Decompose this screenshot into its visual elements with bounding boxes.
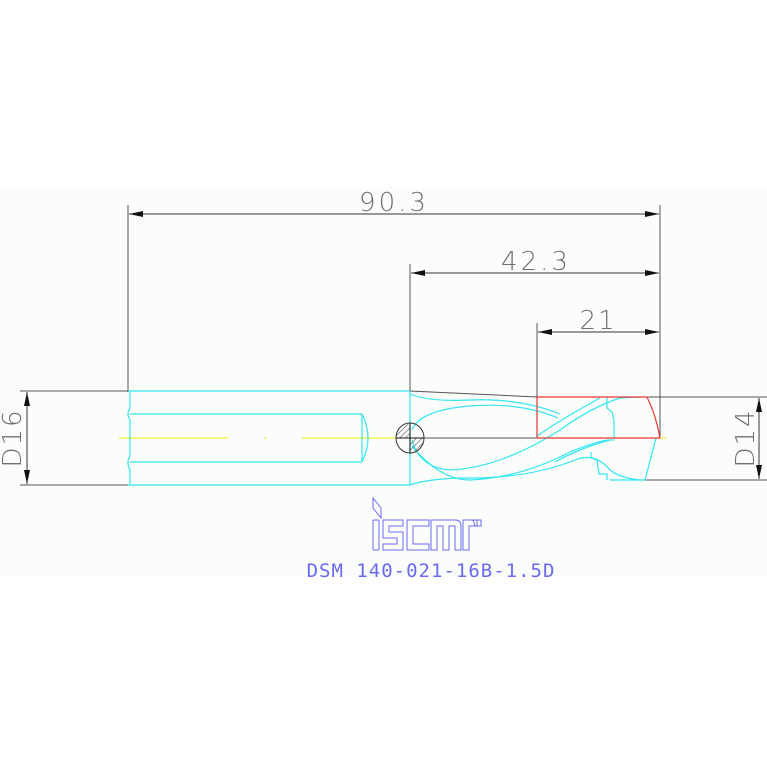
shank-diameter-label: D16 xyxy=(0,408,28,467)
head-length-label: 42.3 xyxy=(501,247,571,277)
overall-length-label: 90.3 xyxy=(359,188,429,218)
flutes xyxy=(409,393,657,486)
dimension-lines xyxy=(24,211,762,484)
flute-length-label: 21 xyxy=(579,306,616,336)
brand-logo-icon xyxy=(372,496,482,551)
extension-lines xyxy=(20,205,767,486)
shank-outline xyxy=(127,390,411,486)
section-symbol xyxy=(395,422,425,454)
taper-edge xyxy=(409,390,538,398)
part-number: DSM 140-021-16B-1.5D xyxy=(307,560,556,582)
drill-diameter-label: D14 xyxy=(731,408,761,467)
cutting-zone xyxy=(536,396,661,439)
